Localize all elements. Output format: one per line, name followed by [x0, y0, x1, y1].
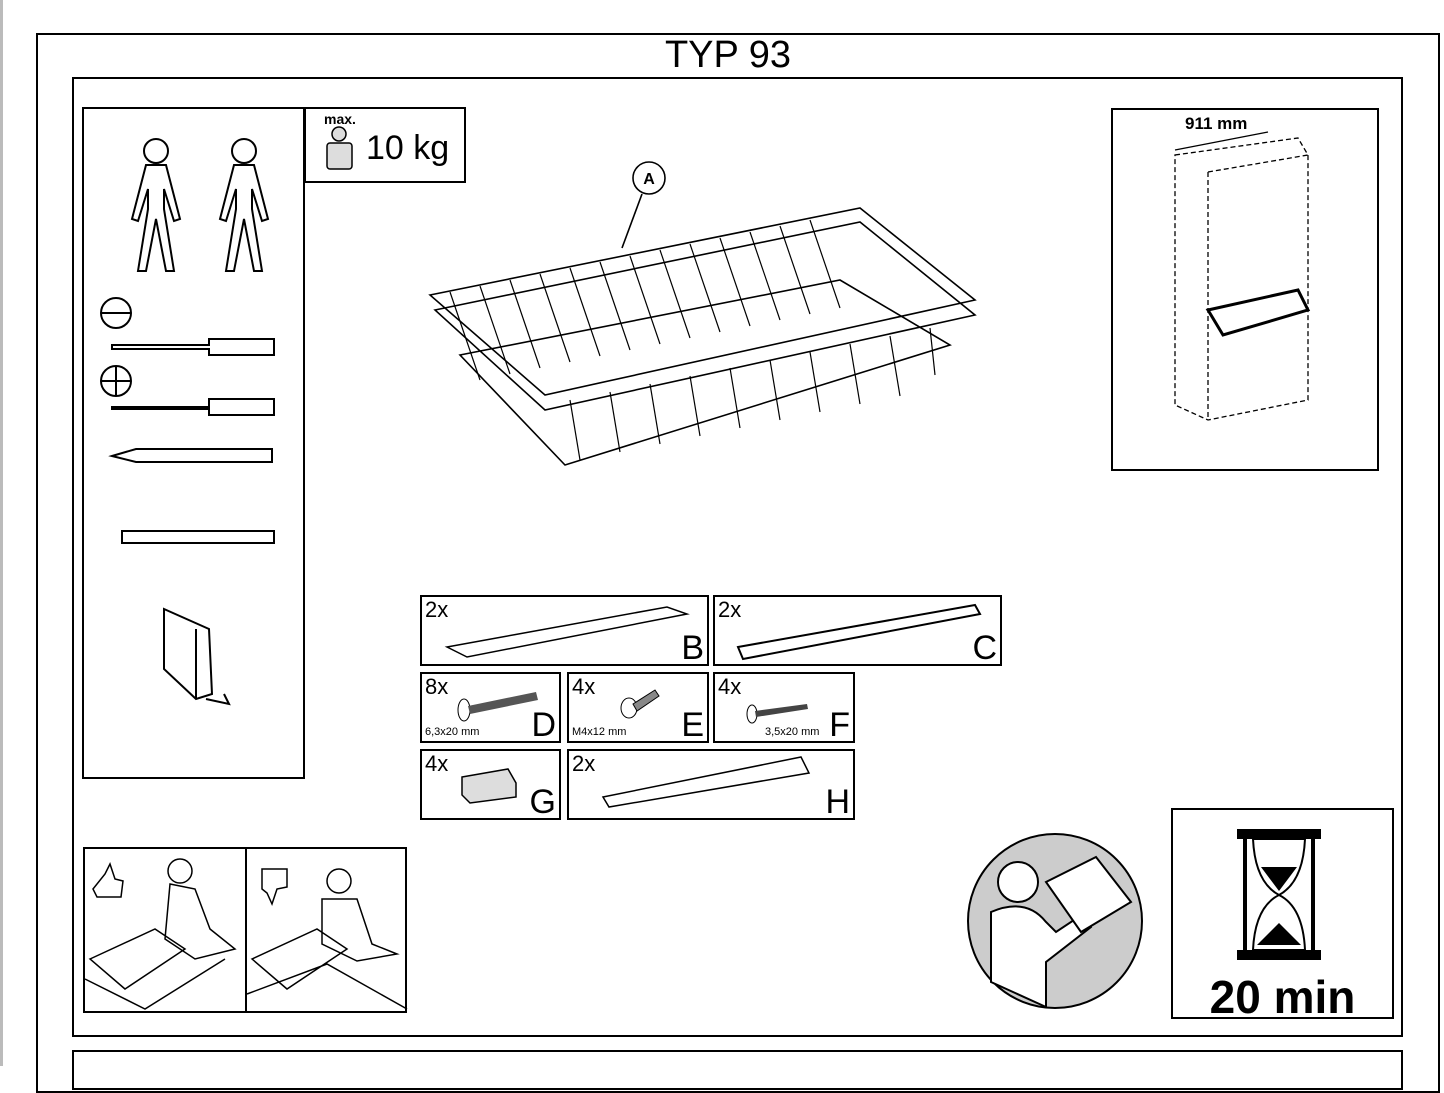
two-persons-icon — [100, 138, 275, 706]
cabinet-icon — [1174, 131, 1311, 421]
part-qty: 8x — [425, 674, 449, 699]
weight-icon — [326, 126, 353, 170]
part-d: 8x 6,3x20 mm D — [420, 672, 561, 744]
max-weight-value: 10 kg — [366, 129, 450, 167]
callout-a — [632, 161, 666, 195]
cabinet-position-box: 911 mm — [1111, 108, 1379, 471]
part-letter: C — [972, 629, 997, 667]
tape-measure-icon — [163, 607, 231, 706]
rail-h-icon — [601, 756, 811, 808]
flat-screwdriver-icon — [100, 297, 275, 356]
screw-e-icon — [620, 689, 660, 719]
part-letter: H — [825, 783, 850, 821]
part-size: 6,3x20 mm — [425, 726, 480, 738]
next-panel — [72, 1050, 1403, 1090]
part-qty: 4x — [718, 674, 742, 699]
part-qty: 4x — [572, 674, 596, 699]
part-f: 4x 3,5x20 mm F — [713, 672, 855, 744]
bracket-b-icon — [444, 606, 690, 658]
tools-panel — [82, 107, 305, 779]
thumbs-down-wrong-icon — [246, 868, 408, 1010]
screw-f-icon — [746, 704, 808, 724]
divider — [245, 849, 247, 1013]
left-edge — [0, 0, 3, 1066]
part-size: 3,5x20 mm — [765, 726, 820, 738]
screw-d-icon — [457, 692, 538, 722]
max-weight-box: max. 10 kg — [304, 107, 466, 183]
cap-g-icon — [461, 768, 517, 804]
phillips-screwdriver-icon — [100, 365, 275, 416]
cabinet-width-label: 911 mm — [1185, 114, 1248, 133]
spirit-level-icon — [121, 530, 275, 544]
part-letter: F — [829, 706, 850, 744]
part-qty: 2x — [425, 597, 449, 622]
part-qty: 2x — [718, 597, 742, 622]
part-letter: E — [681, 706, 704, 744]
thumbs-up-correct-icon — [84, 858, 237, 1010]
callout-a-label: A — [643, 171, 655, 188]
assembly-time-box: 20 min — [1171, 808, 1394, 1023]
assembly-time: 20 min — [1209, 971, 1356, 1023]
pencil-icon — [108, 448, 273, 463]
floor-protection-illustration — [83, 847, 408, 1013]
hourglass-icon — [1237, 829, 1321, 960]
page-title: TYP 93 — [664, 34, 792, 76]
max-label: max. — [324, 111, 356, 127]
part-letter: G — [529, 783, 556, 821]
part-letter: B — [681, 629, 704, 667]
part-qty: 2x — [572, 751, 596, 776]
wire-basket-illustration: A — [428, 161, 977, 466]
part-qty: 4x — [425, 751, 449, 776]
part-size: M4x12 mm — [572, 726, 627, 738]
runner-c-icon — [736, 603, 982, 661]
read-manual-icon — [967, 833, 1143, 1009]
part-letter: D — [531, 706, 556, 744]
